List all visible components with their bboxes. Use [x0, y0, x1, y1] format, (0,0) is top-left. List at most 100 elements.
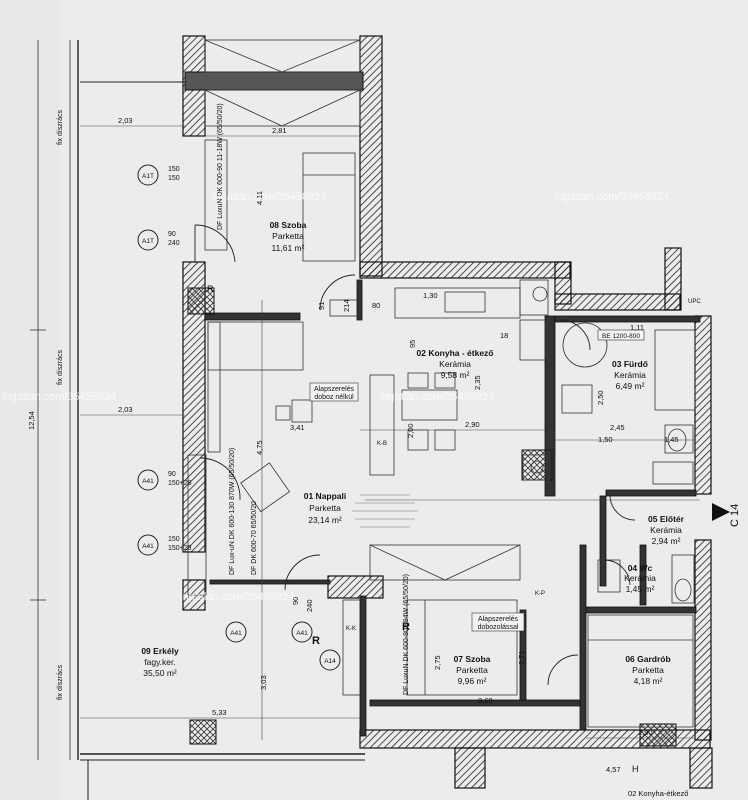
room-09-floor: fagy.ker.	[144, 657, 176, 667]
watermark-1: ingatlan.com/35458824	[212, 191, 326, 203]
window-label-top: DF LuxuN DK 600-90 11-18W (65/50/20)	[217, 103, 224, 230]
dim-91: 91	[317, 302, 326, 310]
annotations: Alapszerelés doboz nélkül Alapszerelés d…	[207, 284, 701, 798]
room-04-name: 04 Wc	[628, 563, 653, 573]
room-04-area: 1,45 m²	[626, 584, 655, 594]
watermark-3: ingatlan.com/35458824	[2, 391, 116, 403]
dim-190: 1,90	[638, 728, 653, 737]
room-01: 01 Nappali Parketta 23,14 m²	[304, 491, 347, 525]
watermark-2: ingatlan.com/35458824	[555, 191, 669, 203]
room-03-name: 03 Fürdő	[612, 359, 648, 369]
marker-size-label: 90	[168, 231, 176, 238]
dim-475: 4,75	[255, 440, 264, 455]
room-02-name: 02 Konyha - étkező	[417, 348, 494, 358]
top-beam	[184, 71, 364, 91]
be-label: BE 1200-800	[602, 333, 640, 340]
dim-95: 95	[408, 340, 417, 348]
dim-235: 2,35	[473, 375, 482, 390]
marker-size-label: 150+28	[168, 545, 192, 552]
dim-457: 4,57	[606, 765, 621, 774]
room-04: 04 Wc Kerámia 1,45 m²	[624, 563, 656, 594]
fix-label-3: fix díszrács	[57, 664, 64, 700]
dim-303: 3,03	[259, 675, 268, 690]
dim-341: 3,41	[290, 423, 305, 432]
room-06: 06 Gardrób Parketta 4,18 m²	[625, 654, 670, 686]
dim-368: 3,68	[478, 696, 493, 705]
room-02: 02 Konyha - étkező Kerámia 9,58 m²	[417, 348, 494, 380]
interior-walls	[204, 279, 701, 737]
marker-a41-4: A41	[296, 630, 308, 637]
dim-203-mid: 2,03	[118, 405, 133, 414]
kb-label: K-B	[377, 441, 387, 447]
room-01-name: 01 Nappali	[304, 491, 347, 501]
top-glazing	[204, 39, 361, 127]
marker-a1t-2: A1T	[142, 238, 154, 245]
furniture	[187, 139, 696, 728]
marker-a41-1: A41	[142, 478, 154, 485]
room-04-floor: Kerámia	[624, 573, 656, 583]
pillars	[187, 287, 677, 747]
marker-a1t-1: A1T	[142, 173, 154, 180]
marker-size-label: 150	[168, 166, 180, 173]
doors	[194, 224, 636, 686]
next-room-label: 02 Konyha-étkező	[628, 789, 688, 798]
dim-1254: 12,54	[27, 411, 36, 430]
side-labels: fix díszrács fix díszrács fix díszrács	[57, 109, 64, 700]
marker-size-label: 150	[168, 175, 180, 182]
watermark-5: ingatlan.com/35458824	[180, 591, 294, 603]
marker-a41-3: A41	[230, 630, 242, 637]
markers: A1T A1T A41 A41 A41 A41 A14	[137, 164, 341, 671]
marker-size-label: 240	[168, 240, 180, 247]
room-08-floor: Parketta	[272, 231, 304, 241]
fix-label-2: fix díszrács	[57, 349, 64, 385]
balcony-railing	[80, 81, 365, 800]
dim-275: 2,75	[433, 655, 442, 670]
room-09: 09 Erkély fagy.ker. 35,50 m²	[141, 646, 179, 678]
marker-size-label: 150+28	[168, 480, 192, 487]
room-07-name: 07 Szoba	[454, 654, 491, 664]
room-02-area: 9,58 m²	[441, 370, 470, 380]
c14-marker: C 14	[712, 503, 741, 527]
dim-271: 2,71	[517, 650, 526, 665]
room-07: 07 Szoba Parketta 9,96 m²	[454, 654, 491, 686]
dim-200: 2,00	[406, 423, 415, 438]
upc-label: UPC	[688, 299, 701, 305]
room-09-area: 35,50 m²	[143, 668, 177, 678]
dim-80: 80	[372, 301, 380, 310]
room-06-floor: Parketta	[632, 665, 664, 675]
room-07-floor: Parketta	[456, 665, 488, 675]
alapszereles-label-1b: doboz nélkül	[314, 394, 354, 401]
marker-size-label: 150	[168, 536, 180, 543]
dim-411: 4,11	[255, 191, 264, 205]
dim-203-top: 2,03	[118, 116, 133, 125]
room-05-floor: Kerámia	[650, 525, 682, 535]
living-lines	[352, 494, 418, 528]
room-05: 05 Előtér Kerámia 2,94 m²	[648, 514, 685, 546]
alapszereles-label-2: Alapszerelés	[478, 616, 519, 623]
room-02-floor: Kerámia	[439, 359, 471, 369]
room-03: 03 Fürdő Kerámia 6,49 m²	[612, 359, 648, 391]
c14-label: C 14	[729, 504, 741, 527]
window-label-bottom: DF LuxuN DK 600-80 994W (65/50/20)	[403, 574, 410, 695]
dim-214: 214	[342, 299, 351, 312]
dim-245: 2,45	[610, 423, 625, 432]
window-label-mid1: DF Lux-uN DK 600-130 870W (65/50/20)	[229, 448, 236, 575]
r-mark-3: R	[207, 284, 214, 294]
watermark-4: ingatlan.com/35458824	[380, 391, 494, 403]
dim-150: 1,50	[598, 435, 613, 444]
alapszereles-label-2b: dobozolással	[478, 624, 519, 631]
room-07-area: 9,96 m²	[458, 676, 487, 686]
dim-130: 1,30	[423, 291, 438, 300]
window-labels: DF LuxuN DK 600-90 11-18W (65/50/20) DF …	[217, 103, 410, 695]
dim-240: 240	[305, 599, 314, 612]
room-08-area: 11,61 m²	[272, 243, 305, 253]
room-08-name: 08 Szoba	[270, 220, 307, 230]
dim-290: 2,90	[465, 420, 480, 429]
room-09-name: 09 Erkély	[141, 646, 179, 656]
r-mark-1: R	[312, 635, 320, 647]
kp-label: K-P	[535, 591, 545, 597]
dim-90: 90	[291, 597, 300, 605]
room-05-area: 2,94 m²	[652, 536, 681, 546]
marker-size-label: 90	[168, 471, 176, 478]
